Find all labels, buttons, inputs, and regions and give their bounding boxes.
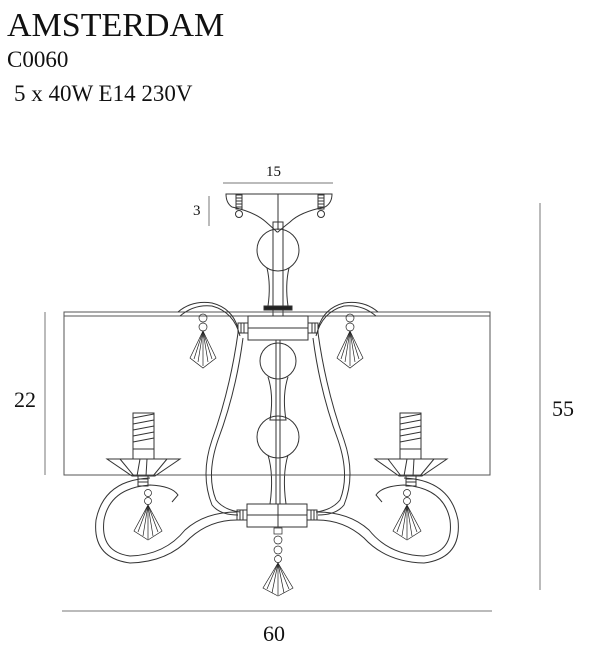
- lower-hub: [236, 503, 318, 528]
- candle-left: [105, 412, 182, 487]
- product-spec: 5 x 40W E14 230V: [14, 81, 193, 106]
- candle-right: [373, 412, 449, 487]
- crystal-lower-right: [392, 489, 422, 541]
- canopy-height-label: 3: [193, 203, 201, 219]
- crystal-lower-left: [133, 489, 163, 541]
- central-stem: [256, 221, 300, 516]
- dimension-lines: [44, 182, 541, 612]
- canopy-width-label: 15: [266, 164, 281, 180]
- crystal-upper-left: [189, 313, 217, 369]
- crystal-center: [262, 527, 294, 597]
- upper-arm-left: [177, 301, 244, 516]
- product-code: C0060: [7, 47, 69, 72]
- product-title: AMSTERDAM: [7, 7, 225, 44]
- ceiling-canopy: [225, 193, 333, 233]
- total-height-label: 55: [552, 396, 574, 421]
- upper-arm-right: [312, 301, 379, 516]
- canopy-screw-right: [317, 194, 325, 218]
- canopy-screw-left: [235, 194, 243, 218]
- upper-hub: [237, 315, 319, 341]
- crystal-upper-right: [336, 313, 364, 369]
- lower-arm-right: [316, 477, 459, 564]
- lower-arm-left: [95, 477, 238, 564]
- total-width-label: 60: [263, 621, 285, 646]
- shade-height-label: 22: [14, 387, 36, 412]
